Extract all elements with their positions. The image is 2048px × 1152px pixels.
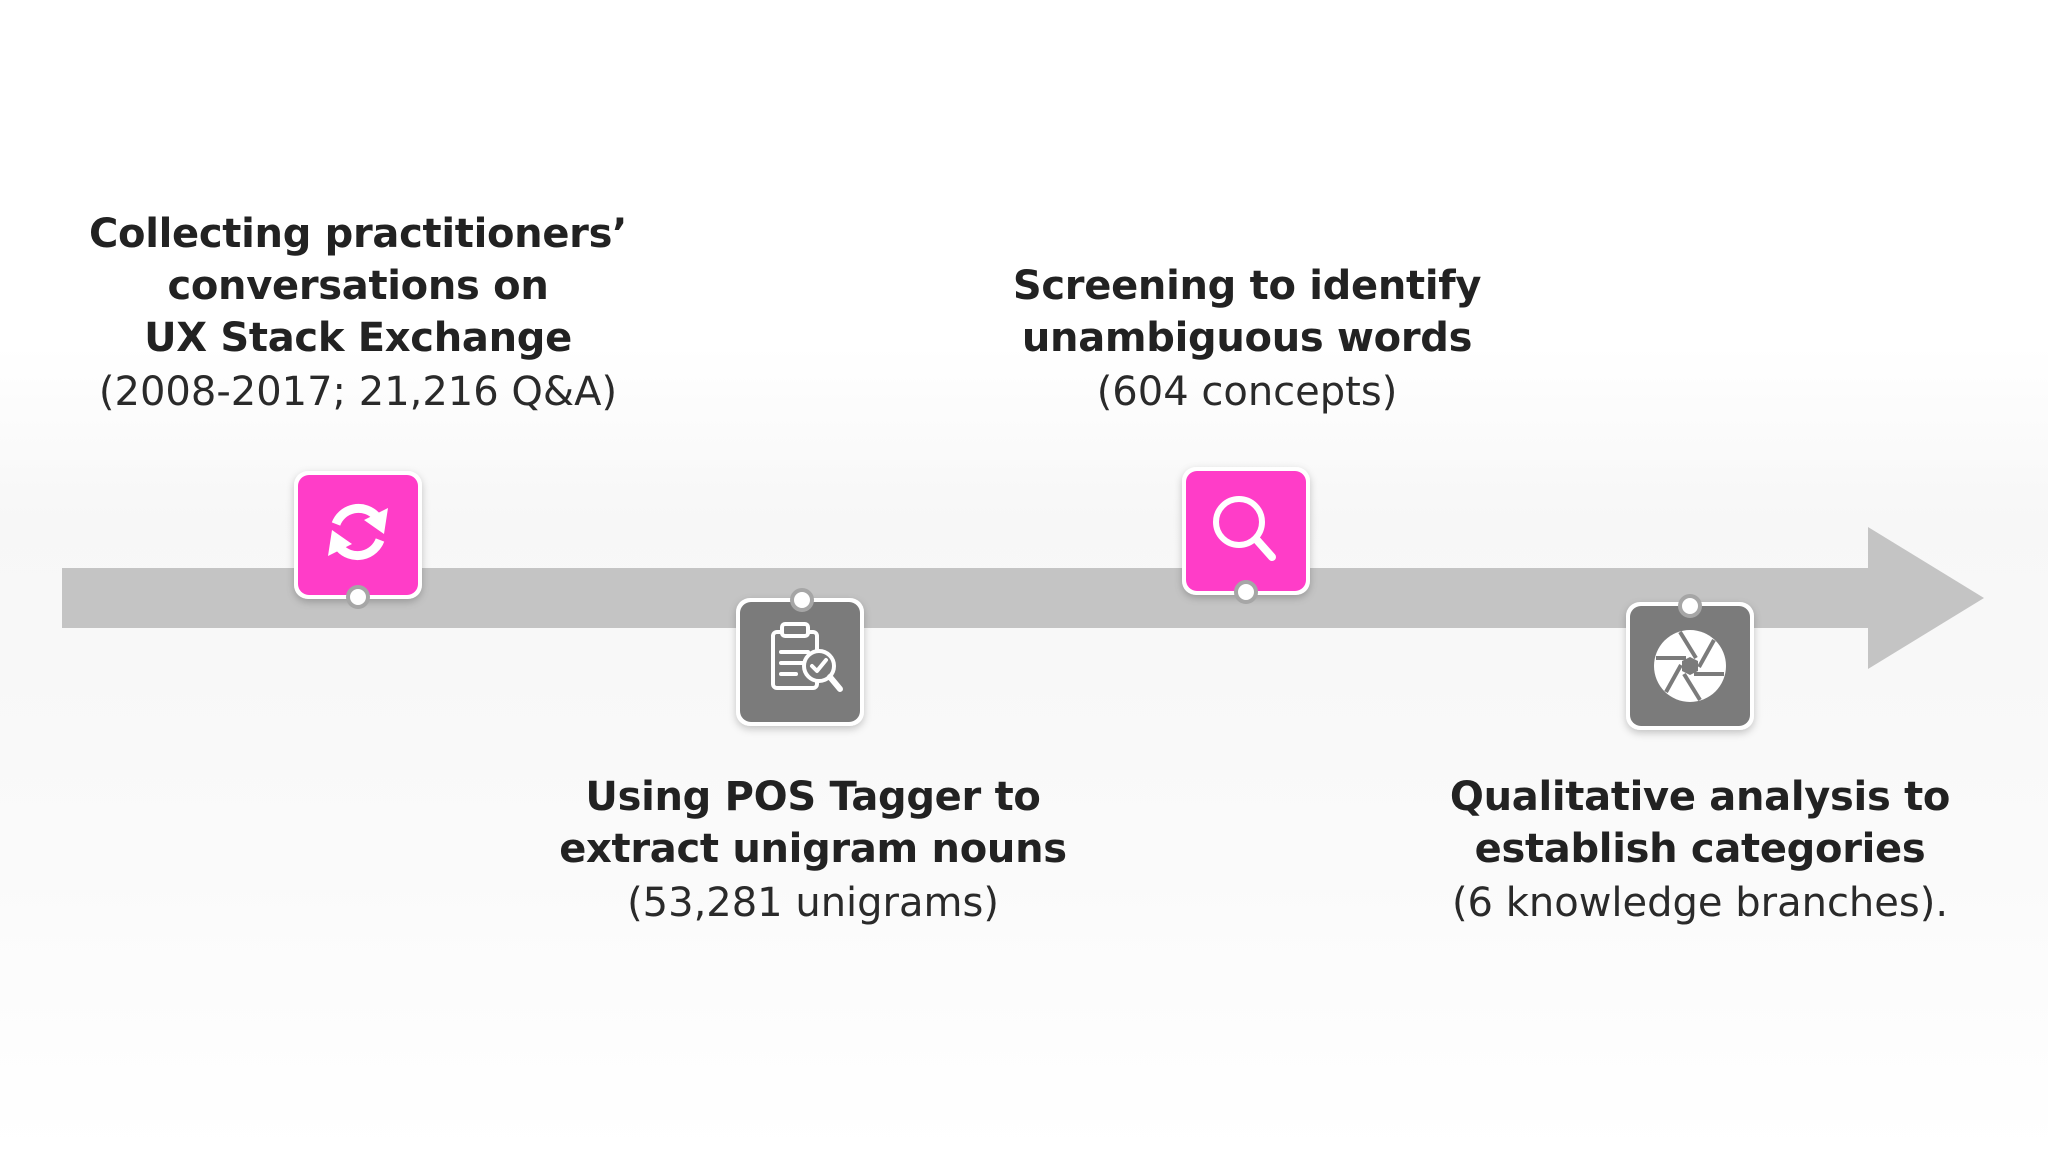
step-4-text: Qualitative analysis to establish catego… xyxy=(1380,771,2020,931)
step-1-subtitle: (2008-2017; 21,216 Q&A) xyxy=(98,369,618,415)
document-check-icon xyxy=(771,622,843,692)
step-3-text: Screening to identify unambiguous words … xyxy=(927,260,1567,420)
refresh-icon xyxy=(328,503,388,561)
aperture-icon xyxy=(1654,630,1726,702)
step-1-marker xyxy=(294,471,422,609)
step-1-text: Collecting practitioners’ conversations … xyxy=(38,208,678,420)
step-3-marker xyxy=(1182,467,1310,604)
step-4-marker xyxy=(1626,594,1754,730)
step-3-title: Screening to identify unambiguous words xyxy=(1012,263,1482,361)
step-2-text: Using POS Tagger to extract unigram noun… xyxy=(493,771,1133,931)
step-4-subtitle: (6 knowledge branches). xyxy=(1451,880,1949,926)
search-icon xyxy=(1213,496,1276,561)
step-2-subtitle: (53,281 unigrams) xyxy=(627,880,999,926)
step-2-marker xyxy=(736,588,864,726)
step-3-subtitle: (604 concepts) xyxy=(1096,369,1398,415)
step-1-title: Collecting practitioners’ conversations … xyxy=(88,211,627,361)
step-4-title: Qualitative analysis to establish catego… xyxy=(1449,774,1951,872)
step-2-title: Using POS Tagger to extract unigram noun… xyxy=(559,774,1067,872)
